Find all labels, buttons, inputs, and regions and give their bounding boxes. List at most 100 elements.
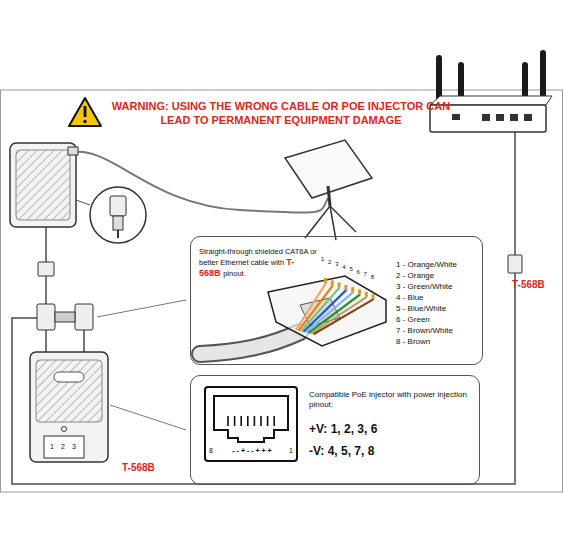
wire xyxy=(309,295,361,334)
contact xyxy=(358,290,361,295)
node-text: 8 - Brown xyxy=(396,336,478,347)
drawing-path xyxy=(200,332,300,354)
warning-title: WARNING: USING THE WRONG CABLE OR POE IN… xyxy=(106,99,456,127)
drawing-rect xyxy=(30,352,108,462)
wire xyxy=(311,297,367,334)
pin-number: 7 xyxy=(364,271,367,277)
pin-number: 5 xyxy=(349,266,352,272)
drawing-line xyxy=(330,206,356,232)
node-text: Compatible PoE injector with power injec… xyxy=(309,390,474,410)
drawing-rect xyxy=(524,114,532,121)
contact xyxy=(372,294,375,299)
satellite-dish xyxy=(285,140,372,240)
drawing-line xyxy=(328,186,330,206)
node-text: pinout. xyxy=(223,269,246,278)
drawing-g xyxy=(296,278,375,334)
node-text: 7 - Brown/White xyxy=(396,325,478,336)
node-text: Straight-through shielded CAT6A or bette… xyxy=(199,247,317,267)
warning-triangle xyxy=(69,98,101,126)
node-text: 4 - Blue xyxy=(396,292,478,303)
text-group: 8 xyxy=(209,447,213,454)
jack-pin xyxy=(227,416,229,426)
drawing-rect xyxy=(10,143,76,227)
jack-pin xyxy=(247,416,249,426)
contact xyxy=(324,278,327,283)
drawing-rect xyxy=(496,114,504,121)
drawing-line xyxy=(117,230,119,238)
drawing-path xyxy=(83,330,85,352)
router xyxy=(430,50,552,132)
node-text: 5 - Blue/White xyxy=(396,303,478,314)
poe-injector xyxy=(30,352,108,462)
drawing-rect xyxy=(16,150,70,220)
drawing-circle xyxy=(62,427,67,432)
node-text: 1 - Orange/White xyxy=(396,259,478,270)
jack-pin xyxy=(254,416,256,426)
jack-shape xyxy=(214,396,288,442)
pin-number: 1 xyxy=(321,256,324,262)
wire xyxy=(314,299,374,334)
text-group: -V: 4, 5, 7, 8 xyxy=(309,444,374,458)
pin-number: 8 xyxy=(371,274,374,280)
drawing-rect xyxy=(508,255,522,273)
cable-plug-drawing xyxy=(200,276,386,354)
terminal-number: 2 xyxy=(61,443,65,450)
text-group: Compatible PoE injector with power injec… xyxy=(309,390,474,410)
node-text: 2 - Orange xyxy=(396,270,478,281)
text-group: 1 - Orange/White2 - Orange3 - Green/Whit… xyxy=(396,259,478,347)
drawing-circle xyxy=(83,120,86,123)
drawing-line xyxy=(97,300,186,317)
leader-line xyxy=(97,300,186,430)
drawing-line xyxy=(110,405,186,430)
text-group: 1 xyxy=(289,447,293,454)
drawing-path xyxy=(12,273,515,484)
jack-pin xyxy=(240,416,242,426)
drawing-rect xyxy=(452,114,460,120)
node-text: -V: 4, 5, 7, 8 xyxy=(309,444,374,458)
node-text: - - + - - + + + xyxy=(223,447,281,454)
drawing-rect xyxy=(54,372,84,382)
pin-number: 3 xyxy=(335,261,338,267)
drawing-rect xyxy=(482,114,490,121)
standard-label: T-568B xyxy=(512,279,545,290)
drawing-rect xyxy=(68,147,78,155)
drawing-line xyxy=(76,200,90,205)
drawing-rect xyxy=(37,304,55,330)
node-text: 1 xyxy=(289,447,293,454)
drawing-polygon xyxy=(268,276,386,346)
contact xyxy=(331,280,334,285)
drawing-path xyxy=(45,227,47,262)
drawing-path xyxy=(45,330,47,352)
node-text: 6 - Green xyxy=(396,314,478,325)
drawing-rect xyxy=(36,360,102,422)
contact xyxy=(351,287,354,292)
node-text: 3 - Green/White xyxy=(396,281,478,292)
poe-pinout-panel: Compatible PoE injector with power injec… xyxy=(190,375,480,485)
power-adapter xyxy=(10,143,78,227)
jack-pin xyxy=(260,416,262,426)
text-group: - - + - - + + + xyxy=(223,447,281,454)
jack-pin xyxy=(273,416,275,426)
text-group: Straight-through shielded CAT6A or bette… xyxy=(199,247,317,279)
drawing-line xyxy=(305,206,330,238)
jack-pin xyxy=(234,416,236,426)
rj45-jack-icon: 8 - - + - - + + + 1 xyxy=(204,386,298,462)
jack-pin xyxy=(267,416,269,426)
drawing-circle xyxy=(90,187,146,243)
node-text: +V: 1, 2, 3, 6 xyxy=(309,422,377,436)
node-text: 8 xyxy=(209,447,213,454)
contact xyxy=(338,283,341,288)
drawing-rect xyxy=(75,304,93,330)
drawing-path xyxy=(514,132,516,255)
terminal-number: 1 xyxy=(50,443,54,450)
terminal-number: 3 xyxy=(72,443,76,450)
drawing-rect xyxy=(55,312,75,322)
drawing-rect xyxy=(113,216,123,230)
pin-number: 4 xyxy=(342,264,345,270)
drawing-path xyxy=(200,332,300,354)
standard-label: T-568B xyxy=(122,462,155,473)
drawing-rect xyxy=(84,106,87,117)
